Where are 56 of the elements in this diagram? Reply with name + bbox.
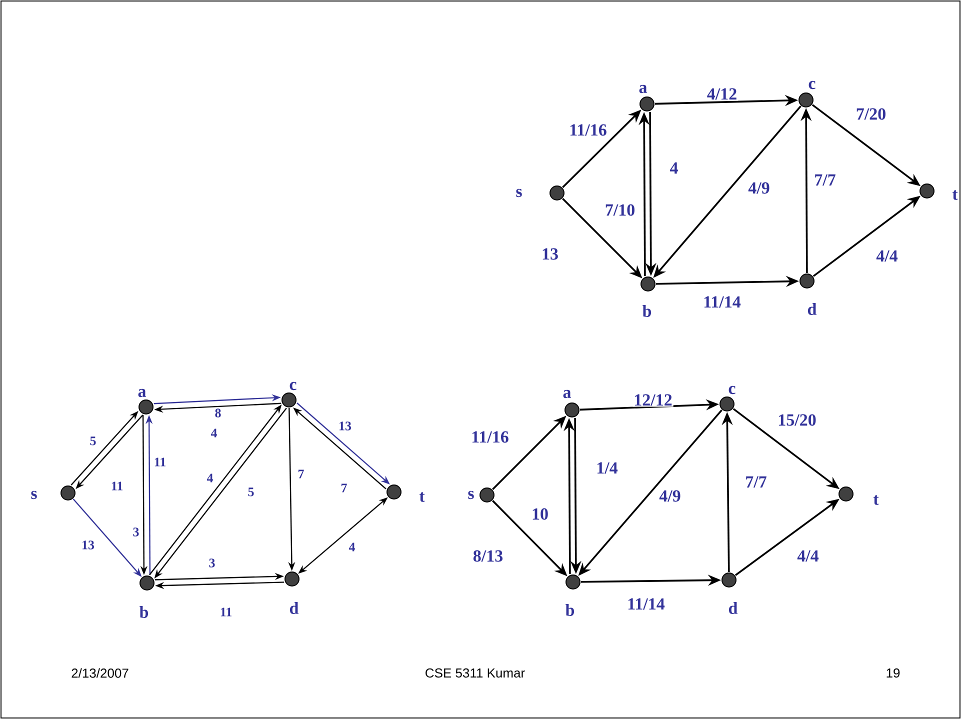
edge-label: 8/13 xyxy=(472,549,504,563)
vertex-label: a xyxy=(138,388,146,398)
edge-label: 12/12 xyxy=(632,393,674,407)
edge-label: 4/4 xyxy=(875,249,899,263)
vertex-label: d xyxy=(290,602,299,614)
edge-label: 11/16 xyxy=(470,430,510,444)
edge-label: 13 xyxy=(80,540,96,550)
vertex-label: a xyxy=(639,84,647,94)
vertex-label: s xyxy=(516,188,522,198)
vertex-label: t xyxy=(419,492,425,502)
vertex-label: b xyxy=(140,606,148,618)
vertex-label: b xyxy=(566,604,574,616)
edge-label: 4 xyxy=(210,428,218,438)
edge-label: 4/9 xyxy=(658,489,682,503)
vertex-label: t xyxy=(952,190,958,200)
edge-label: 5 xyxy=(246,486,256,498)
footer-text: 19 xyxy=(886,668,900,678)
edge-label: 11/14 xyxy=(702,295,742,309)
edge-label: 4/9 xyxy=(747,181,771,195)
edge-label: 8 xyxy=(214,408,222,418)
edge-label: 7 xyxy=(296,468,306,480)
edge-label: 13 xyxy=(540,247,560,261)
footer-text: CSE 5311 Kumar xyxy=(426,668,525,678)
vertex-label: c xyxy=(808,80,816,90)
edge-label: 11 xyxy=(152,456,168,468)
edge-label: 10 xyxy=(530,507,550,521)
edge-label: 15/20 xyxy=(776,413,818,427)
vertex-label: c xyxy=(290,382,296,390)
footer-text: 2/13/2007 xyxy=(72,668,128,678)
edge-label: 3 xyxy=(208,558,216,568)
vertex-label: c xyxy=(728,386,736,394)
edge-label: 7 xyxy=(340,482,348,494)
vertex-label: s xyxy=(468,490,474,500)
edge-label: 11 xyxy=(218,606,234,618)
vertex-label: d xyxy=(808,303,817,315)
vertex-label: a xyxy=(563,390,571,398)
edge-label: 13 xyxy=(338,420,352,432)
edge-label: 4 xyxy=(206,472,214,484)
edge-label: 4 xyxy=(668,161,680,175)
edge-label: 11/14 xyxy=(626,597,666,611)
edge-label: 11 xyxy=(110,480,124,492)
edge-label: 7/7 xyxy=(744,475,768,489)
edge-label: 7/7 xyxy=(813,173,837,187)
edge-label: 7/10 xyxy=(604,203,636,217)
edge-label: 3 xyxy=(132,526,140,538)
edge-label: 4/4 xyxy=(796,549,820,563)
edge-label: 4 xyxy=(348,542,356,552)
edge-label: 4/12 xyxy=(706,87,738,101)
edge-label: 7/20 xyxy=(854,107,888,121)
edge-label: 1/4 xyxy=(595,461,619,475)
edge-label: 5 xyxy=(88,436,98,446)
vertex-label: t xyxy=(873,495,879,505)
vertex-label: b xyxy=(642,305,652,317)
edge-label: 11/16 xyxy=(568,123,608,137)
vertex-label: d xyxy=(728,602,738,614)
vertex-label: s xyxy=(31,490,37,500)
